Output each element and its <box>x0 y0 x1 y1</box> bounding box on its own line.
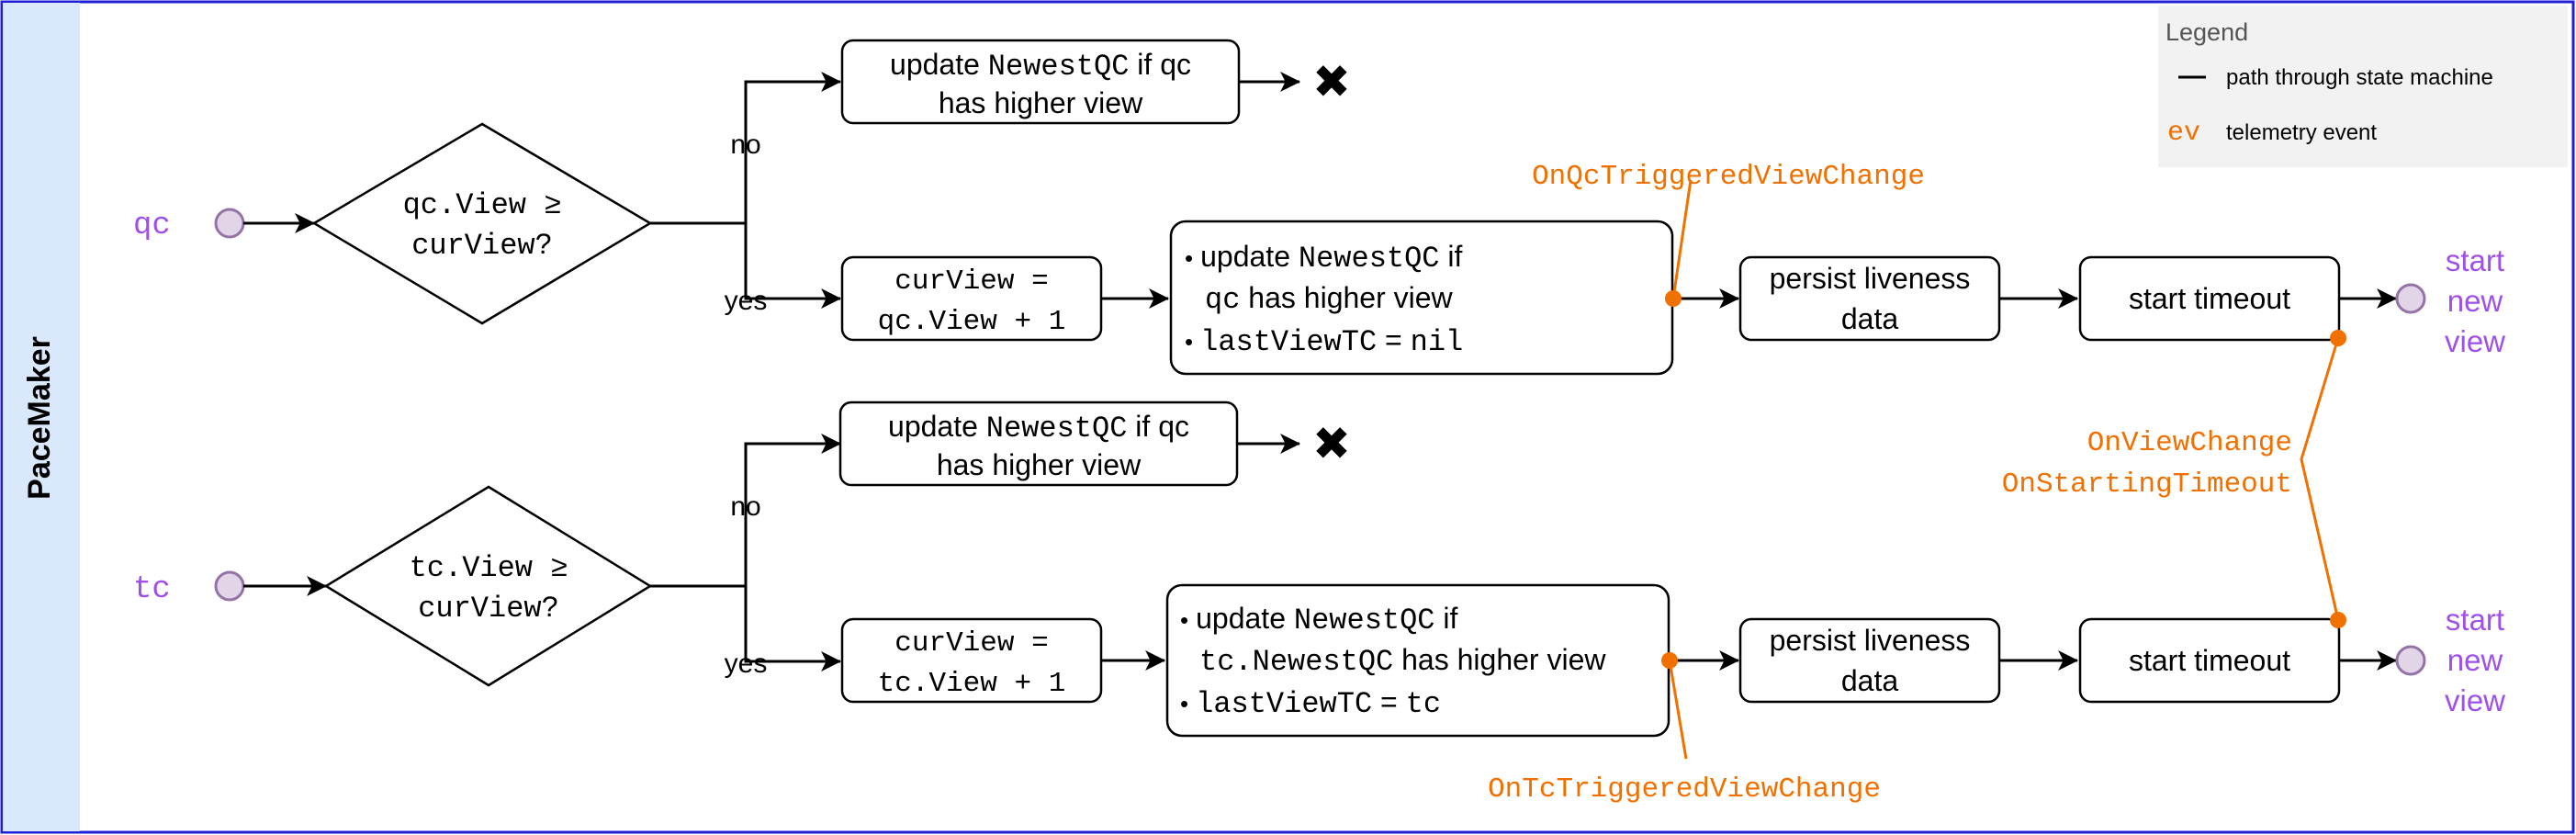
tc-decision-line1: tc.View ≥ <box>410 551 568 585</box>
qc-reject-line1: update NewestQC if qc <box>890 48 1191 84</box>
qc-persist-line2: data <box>1841 302 1898 335</box>
qc-reject-line2: has higher view <box>939 86 1143 119</box>
qc-reject-x-icon: ✖ <box>1312 56 1351 107</box>
tc-update-line3: •lastViewTC = tc <box>1180 685 1441 721</box>
tc-triggered-telemetry-label: OnTcTriggeredViewChange <box>1488 773 1881 806</box>
legend-title: Legend <box>2165 18 2248 46</box>
tc-triggered-telemetry-dot <box>1661 652 1678 669</box>
tc-persist-line1: persist liveness <box>1770 624 1971 657</box>
view-change-telemetry-link <box>2300 337 2340 621</box>
qc-output-line1: start <box>2446 243 2504 277</box>
starting-timeout-telemetry-label: OnStartingTimeout <box>2002 468 2292 501</box>
tc-input-label: tc <box>133 572 171 607</box>
tc-update-line1: •update NewestQC if <box>1180 602 1458 638</box>
qc-input-label: qc <box>133 209 171 243</box>
tc-start-terminal <box>214 570 245 602</box>
tc-end-terminal <box>2395 645 2426 676</box>
legend-path-symbol: — <box>2178 61 2206 91</box>
qc-start-terminal <box>214 208 245 239</box>
tc-output-line3: view <box>2445 683 2505 717</box>
qc-no-label: no <box>730 130 760 160</box>
legend-path-label: path through state machine <box>2226 65 2493 90</box>
swimlane-title: PaceMaker <box>22 336 57 500</box>
qc-update-line2: qc has higher view <box>1205 281 1454 317</box>
tc-reject-x-icon: ✖ <box>1312 418 1351 469</box>
qc-end-terminal <box>2395 283 2426 314</box>
tc-timeout-label: start timeout <box>2129 644 2290 677</box>
tc-persist-line2: data <box>1841 664 1898 697</box>
qc-curview-line2: qc.View + 1 <box>878 306 1066 338</box>
tc-update-line2: tc.NewestQC has higher view <box>1199 643 1606 679</box>
qc-update-line3: •lastViewTC = nil <box>1185 323 1463 359</box>
tc-output-line2: new <box>2447 643 2503 677</box>
tc-timeout-telemetry-dot <box>2330 612 2346 628</box>
tc-decision-line2: curView? <box>418 592 559 626</box>
tc-no-label: no <box>730 491 760 522</box>
tc-curview-line2: tc.View + 1 <box>878 668 1066 700</box>
qc-triggered-telemetry-dot <box>1665 290 1682 307</box>
qc-view-decision <box>311 122 653 325</box>
legend-event-label: telemetry event <box>2226 120 2377 145</box>
tc-reject-line1: update NewestQC if qc <box>888 410 1189 446</box>
qc-output-line2: new <box>2447 284 2503 318</box>
qc-decision-line2: curView? <box>411 229 553 263</box>
qc-curview-line1: curView = <box>894 265 1048 298</box>
tc-curview-line1: curView = <box>894 627 1048 660</box>
qc-timeout-telemetry-dot <box>2330 330 2346 346</box>
tc-output-line1: start <box>2446 603 2504 637</box>
legend-panel <box>2158 6 2568 167</box>
view-change-telemetry-label: OnViewChange <box>2087 427 2292 459</box>
tc-view-decision <box>323 485 653 687</box>
tc-triggered-telemetry-link <box>1668 660 1688 760</box>
qc-triggered-telemetry-label: OnQcTriggeredViewChange <box>1532 161 1925 193</box>
qc-output-line3: view <box>2445 324 2505 358</box>
qc-persist-line1: persist liveness <box>1770 262 1971 295</box>
qc-timeout-label: start timeout <box>2129 282 2290 315</box>
legend-event-symbol: ev <box>2167 118 2200 149</box>
qc-update-line1: •update NewestQC if <box>1185 240 1463 276</box>
qc-yes-label: yes <box>725 286 768 316</box>
tc-yes-label: yes <box>725 649 768 679</box>
tc-reject-line2: has higher view <box>937 448 1142 481</box>
qc-decision-line1: qc.View ≥ <box>403 188 562 222</box>
swimlane-header <box>3 3 80 831</box>
qc-triggered-telemetry-link <box>1671 179 1693 299</box>
